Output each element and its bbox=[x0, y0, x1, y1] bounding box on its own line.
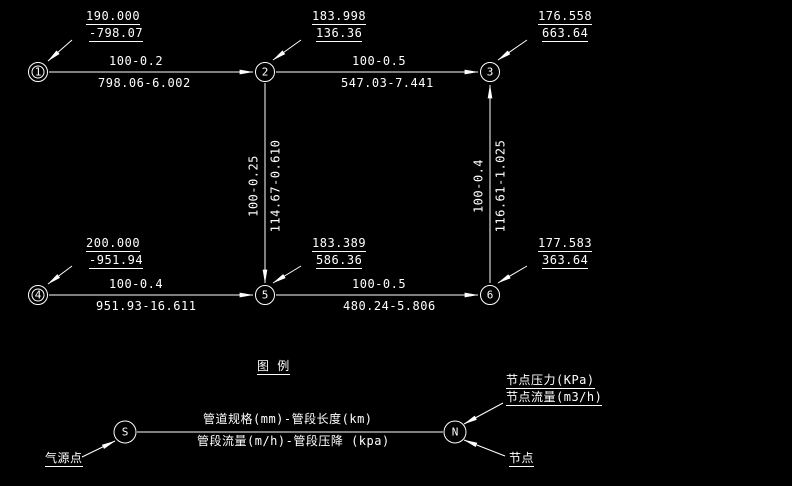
node1-flow-label: -798.07 bbox=[89, 26, 144, 42]
legend-node-pressure-label: 节点压力(KPa) bbox=[506, 373, 595, 389]
legend-title: 图 例 bbox=[257, 359, 290, 375]
leader-legend-node-bottom bbox=[463, 439, 506, 457]
node-1-id: 1 bbox=[34, 65, 42, 79]
node-4-id: 4 bbox=[34, 288, 42, 302]
legend-pipe-bottom-label: 管段流量(m/h)-管段压降 (kpa) bbox=[197, 434, 390, 448]
legend-node-flow-label: 节点流量(m3/h) bbox=[506, 390, 603, 406]
node6-flow-label: 363.64 bbox=[542, 253, 589, 269]
edge-1-2-flow-label: 798.06-6.002 bbox=[98, 76, 191, 90]
node-2-id: 2 bbox=[261, 65, 269, 79]
node-6-symbol bbox=[480, 285, 500, 305]
edge-4-5-flow-label: 951.93-16.611 bbox=[96, 299, 197, 313]
leader-node1 bbox=[47, 39, 73, 62]
edge-6-3-flow-label: 116.61-1.025 bbox=[493, 139, 508, 233]
legend-source-symbol bbox=[113, 420, 137, 444]
legend-node-id: N bbox=[451, 425, 459, 439]
node3-pressure-label: 176.558 bbox=[538, 9, 593, 25]
leader-legend-source bbox=[81, 440, 116, 458]
edge-6-3-spec-label: 100-0.4 bbox=[471, 158, 486, 214]
legend-pipe-top-label: 管道规格(mm)-管段长度(km) bbox=[203, 412, 373, 426]
node-6-id: 6 bbox=[486, 288, 494, 302]
node-5-symbol bbox=[255, 285, 275, 305]
node-3-id: 3 bbox=[486, 65, 494, 79]
node4-flow-label: -951.94 bbox=[89, 253, 144, 269]
edge-5-6-spec-label: 100-0.5 bbox=[352, 277, 407, 291]
leader-node3 bbox=[497, 39, 528, 61]
node-3-symbol bbox=[480, 62, 500, 82]
edge-5-6-flow-label: 480.24-5.806 bbox=[343, 299, 436, 313]
edge-2-5-flow-label: 114.67-0.610 bbox=[268, 139, 283, 233]
leader-node4 bbox=[47, 265, 73, 285]
leader-node5 bbox=[272, 265, 302, 284]
node2-pressure-label: 183.998 bbox=[312, 9, 367, 25]
legend-node-label: 节点 bbox=[509, 451, 535, 467]
node5-pressure-label: 183.389 bbox=[312, 236, 367, 252]
legend-source-label: 气源点 bbox=[45, 451, 83, 467]
leader-node6 bbox=[497, 265, 528, 284]
node-4-symbol bbox=[28, 285, 48, 305]
node3-flow-label: 663.64 bbox=[542, 26, 589, 42]
node4-pressure-label: 200.000 bbox=[86, 236, 141, 252]
node2-flow-label: 136.36 bbox=[316, 26, 363, 42]
node-1-symbol bbox=[28, 62, 48, 82]
leader-legend-node-top bbox=[463, 402, 504, 425]
edge-4-5-spec-label: 100-0.4 bbox=[109, 277, 164, 291]
edge-2-3-flow-label: 547.03-7.441 bbox=[341, 76, 434, 90]
node-5-id: 5 bbox=[261, 288, 269, 302]
edge-1-2-spec-label: 100-0.2 bbox=[109, 54, 164, 68]
node-2-symbol bbox=[255, 62, 275, 82]
node5-flow-label: 586.36 bbox=[316, 253, 363, 269]
node1-pressure-label: 190.000 bbox=[86, 9, 141, 25]
node6-pressure-label: 177.583 bbox=[538, 236, 593, 252]
legend-source-id: S bbox=[121, 425, 129, 439]
leader-node2 bbox=[272, 39, 302, 61]
legend-node-symbol bbox=[443, 420, 467, 444]
edge-2-3-spec-label: 100-0.5 bbox=[352, 54, 407, 68]
edge-2-5-spec-label: 100-0.25 bbox=[246, 155, 261, 217]
